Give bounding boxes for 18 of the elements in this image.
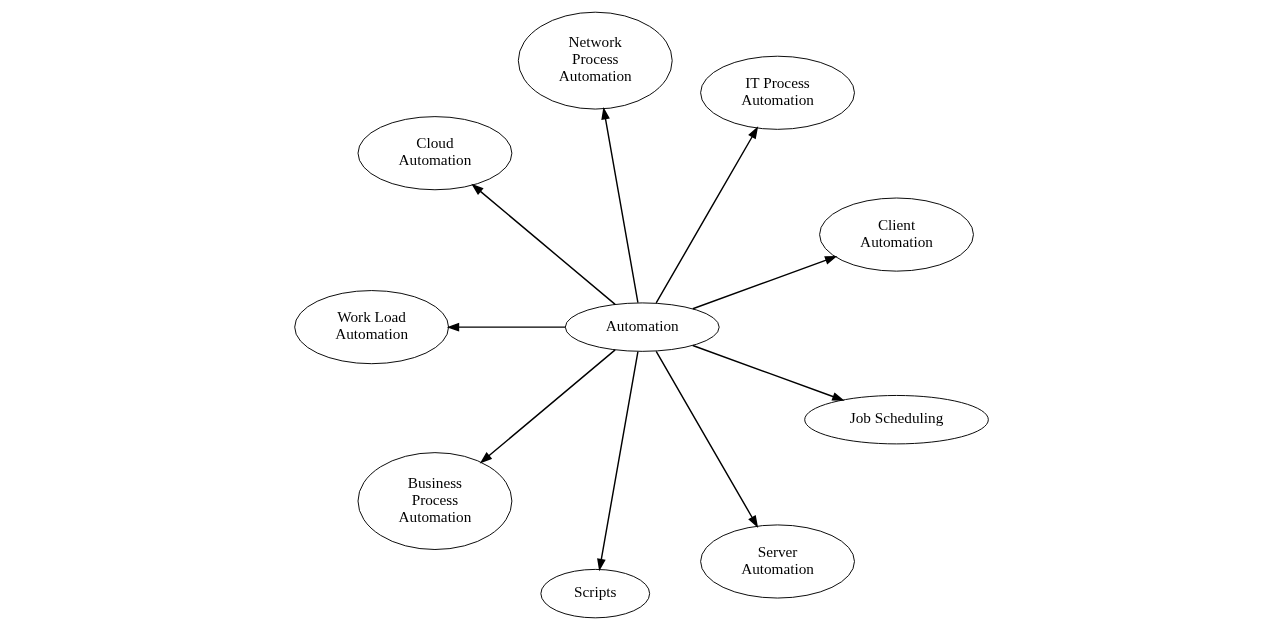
node-ellipse: Scripts xyxy=(540,568,651,619)
arrow xyxy=(471,183,616,306)
node-ellipse: Client Automation xyxy=(819,197,974,272)
arrow xyxy=(479,349,616,464)
node-ellipse: Cloud Automation xyxy=(357,116,513,191)
arrow xyxy=(601,107,639,304)
arrow xyxy=(446,322,566,332)
arrow xyxy=(655,126,759,304)
node-ellipse: IT Process Automation xyxy=(700,55,855,130)
arrow xyxy=(597,351,639,572)
node-ellipse: Work Load Automation xyxy=(294,290,450,365)
arrow xyxy=(655,350,759,528)
node-ellipse: Server Automation xyxy=(700,524,855,599)
arrow xyxy=(692,344,845,401)
node-ellipse: Automation xyxy=(564,302,720,352)
arrow xyxy=(692,256,838,310)
node-ellipse: Network Process Automation xyxy=(517,11,673,110)
node-ellipse: Job Scheduling xyxy=(804,395,989,445)
